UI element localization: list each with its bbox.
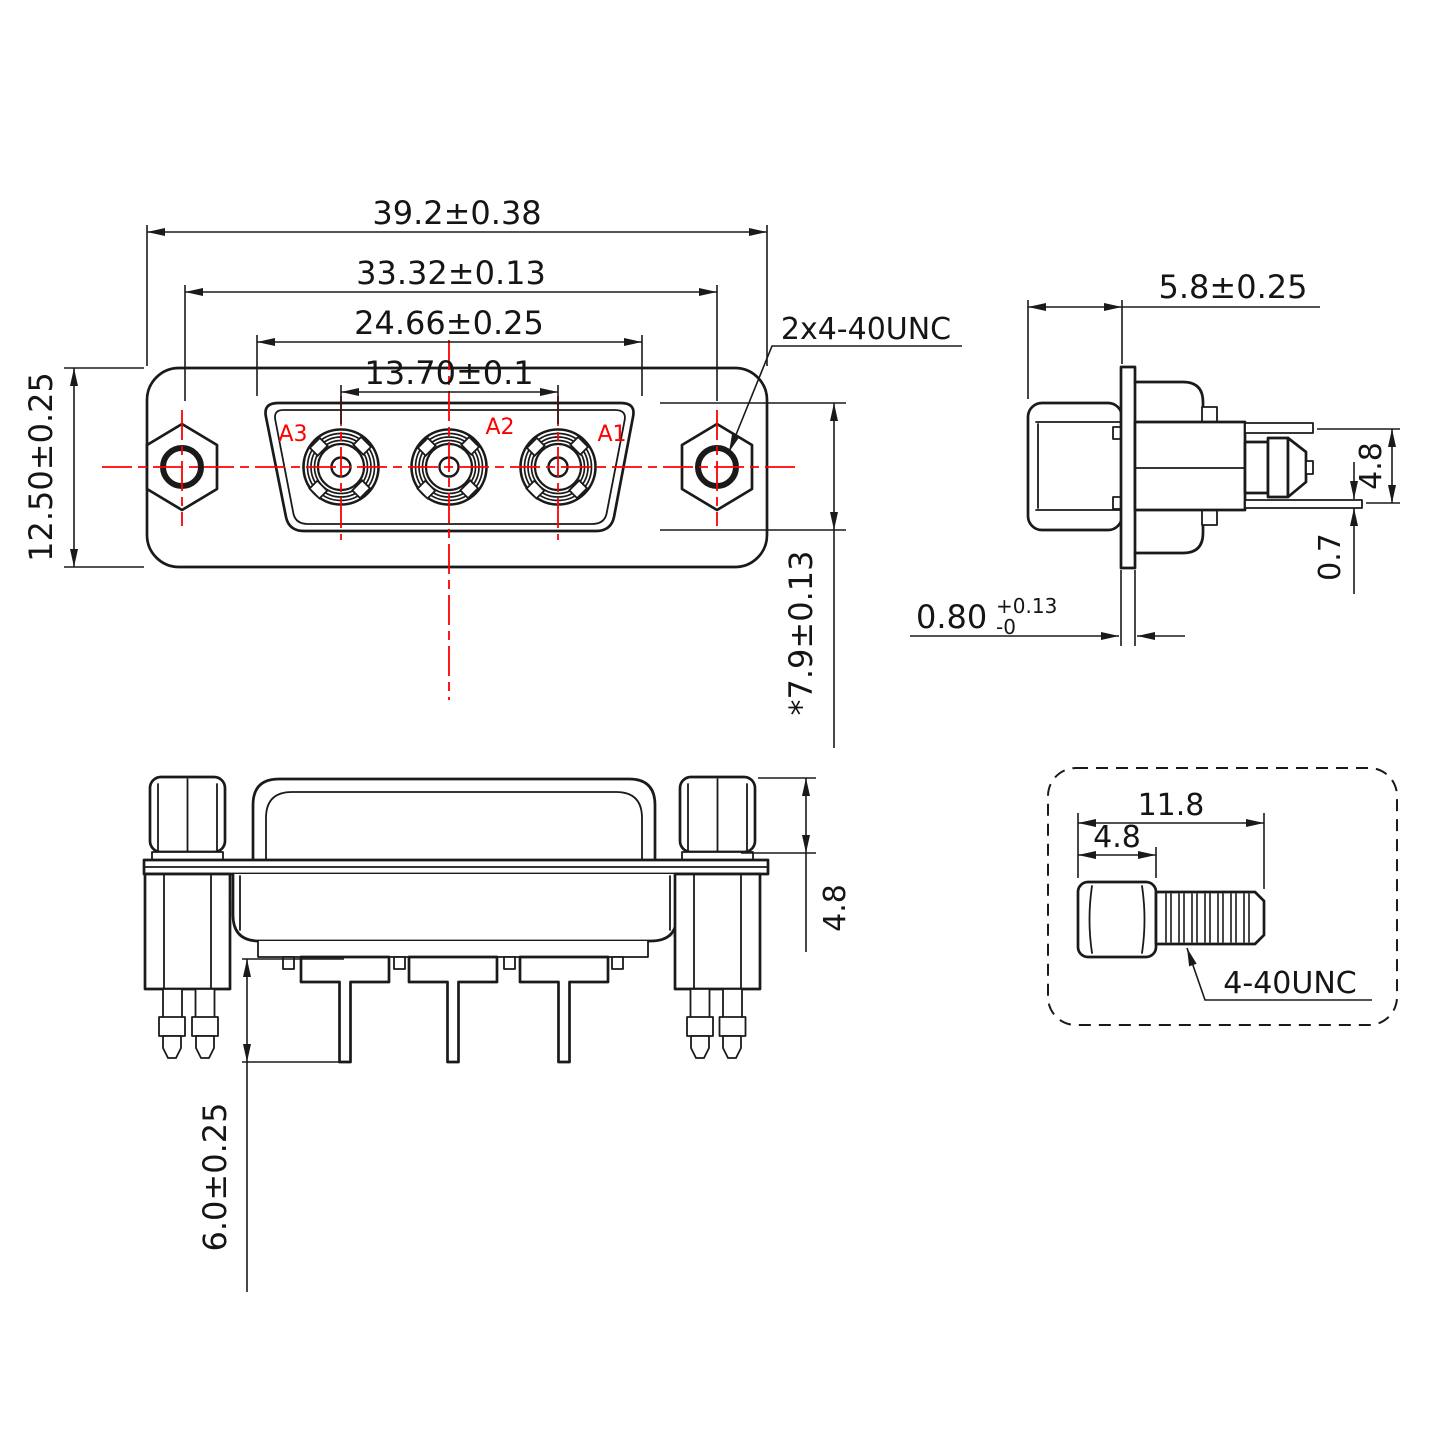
dim-screw-head: 4.8	[1078, 820, 1157, 878]
side-shell	[1133, 380, 1269, 555]
contact-label-a3: A3	[278, 422, 307, 447]
svg-text:0.80: 0.80	[916, 598, 987, 636]
dim-flange-width: 39.2±0.38	[146, 194, 768, 366]
svg-text:4.8: 4.8	[818, 884, 853, 932]
side-standoff	[1026, 401, 1124, 532]
screw-thread-label: 4-40UNC	[1223, 966, 1356, 1001]
rear-tabs	[282, 956, 624, 970]
svg-text:33.32±0.13: 33.32±0.13	[356, 254, 546, 292]
svg-text:4.8: 4.8	[1093, 820, 1141, 855]
svg-text:11.8: 11.8	[1138, 788, 1205, 823]
bottom-view: 4.8 6.0±0.25	[142, 775, 853, 1292]
centerlines	[102, 340, 798, 700]
jack-screw	[1076, 880, 1266, 959]
rear-standoff-left	[148, 775, 227, 861]
side-terminals	[1243, 422, 1363, 509]
contact-label-a2: A2	[485, 415, 514, 440]
side-view: 5.8±0.25 4.8 0.7 0.80 +0.13 -0	[910, 268, 1400, 646]
d-opening-inner	[274, 409, 626, 525]
dim-pin-span: 4.8	[1317, 428, 1400, 504]
rear-standoff-right	[678, 775, 757, 861]
dim-flange-thickness: 0.80 +0.13 -0	[910, 570, 1185, 646]
rear-flange-bar	[142, 858, 770, 876]
svg-text:39.2±0.38: 39.2±0.38	[372, 194, 541, 232]
svg-text:+0.13: +0.13	[996, 594, 1057, 618]
rear-body	[231, 872, 679, 958]
rear-contact-tails	[299, 955, 610, 1064]
svg-text:6.0±0.25: 6.0±0.25	[196, 1103, 234, 1252]
svg-text:0.7: 0.7	[1313, 533, 1348, 581]
svg-text:5.8±0.25: 5.8±0.25	[1159, 268, 1308, 306]
dim-pin-thickness: 0.7	[1313, 462, 1358, 594]
detail-view: 11.8 4.8 4-40UNC	[1047, 767, 1398, 1026]
rear-shell	[251, 777, 657, 863]
dim-flange-height: 12.50±0.25	[22, 367, 144, 568]
dim-insert-height: *7.9±0.13	[660, 402, 846, 748]
svg-text:4.8: 4.8	[1354, 442, 1389, 490]
dim-insert-width: 24.66±0.25	[256, 304, 643, 396]
contact-label-a1: A1	[597, 422, 626, 447]
rear-barrel-right	[673, 872, 762, 1059]
svg-text:24.66±0.25: 24.66±0.25	[354, 304, 544, 342]
side-flange-plate	[1119, 365, 1137, 570]
svg-text:12.50±0.25: 12.50±0.25	[22, 372, 60, 562]
thread-lines	[1165, 893, 1250, 943]
dim-standoff-height: 4.8	[741, 777, 853, 952]
svg-text:-0: -0	[996, 615, 1016, 639]
thread-callout-label: 2x4-40UNC	[781, 312, 951, 347]
dim-tail-length: 6.0±0.25	[196, 958, 344, 1292]
screw-thread-callout: 4-40UNC	[1186, 947, 1372, 1001]
dim-standoff-length: 5.8±0.25	[1027, 268, 1320, 399]
thread-callout: 2x4-40UNC	[728, 312, 962, 453]
svg-text:13.70±0.1: 13.70±0.1	[364, 354, 533, 392]
dim-screw-length: 11.8	[1077, 788, 1265, 889]
rear-barrel-left	[143, 872, 232, 1059]
dim-contact-spacing: 13.70±0.1	[340, 354, 559, 424]
svg-text:*7.9±0.13: *7.9±0.13	[782, 551, 820, 716]
front-view: A3 A2 A1 39.2±0.38 33.32±0.13 24.66±0.25	[22, 194, 962, 748]
dim-mount-spacing: 33.32±0.13	[184, 254, 718, 401]
detail-box	[1047, 767, 1398, 1026]
